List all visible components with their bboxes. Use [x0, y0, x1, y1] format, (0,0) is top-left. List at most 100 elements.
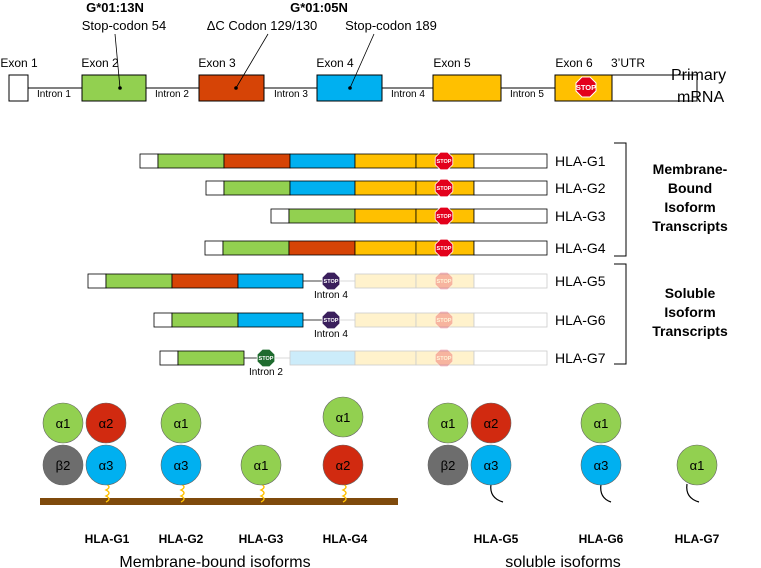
annotation-note-3: Stop-codon 189: [345, 18, 437, 33]
membrane-group-line2: Bound: [668, 180, 712, 196]
a1-label: α1: [174, 416, 189, 431]
utr-segment: [473, 180, 548, 196]
primary-mrna-title-line2: mRNA: [677, 89, 724, 106]
exon5-segment: [354, 208, 417, 224]
svg-text:STOP: STOP: [437, 318, 452, 324]
isoform-label: HLA-G1: [85, 532, 130, 546]
exon5-segment: [354, 240, 417, 256]
svg-text:STOP: STOP: [437, 246, 452, 252]
exon1-segment: [139, 153, 159, 169]
exon1-box: [8, 74, 29, 102]
exon1-segment: [205, 180, 225, 196]
transcript-row-hla-g2: STOP HLA-G2: [205, 178, 606, 198]
annotation-note-2: ΔC Codon 129/130: [207, 18, 318, 33]
intron2-label: Intron 2: [155, 89, 189, 100]
isoform-label: HLA-G7: [675, 532, 720, 546]
exon2-segment: [105, 273, 173, 289]
stop-sign-icon: STOP: [434, 310, 454, 330]
membrane-bracket: [614, 142, 627, 257]
annotation-line-3: [349, 33, 375, 89]
soluble-group-line2: Isoform: [664, 304, 715, 320]
a3-domain: [580, 444, 622, 486]
transcript-name: HLA-G1: [555, 153, 606, 169]
b2-domain: [42, 444, 84, 486]
utr-label: 3’UTR: [611, 56, 645, 70]
exon1-segment: [153, 312, 173, 328]
isoform-label: HLA-G4: [323, 532, 368, 546]
exon4-segment: [237, 273, 304, 289]
exon1-segment: [204, 240, 224, 256]
exon3-segment: [223, 153, 291, 169]
annotation-note-1: Stop-codon 54: [82, 18, 167, 33]
stop-sign-icon: STOP: [321, 310, 341, 330]
exon4-label: Exon 4: [316, 56, 354, 70]
exon1-label: Exon 1: [0, 56, 38, 70]
a3-domain: [160, 444, 202, 486]
utr-segment: [473, 153, 548, 169]
isoform-label: HLA-G6: [579, 532, 624, 546]
membrane-group-line3: Isoform: [664, 199, 715, 215]
exon3-box: [198, 74, 265, 102]
transcript-name: HLA-G2: [555, 180, 606, 196]
soluble-group-line3: Transcripts: [652, 323, 728, 339]
utr-segment: [473, 240, 548, 256]
a1-label: α1: [56, 416, 71, 431]
membrane-group-line1: Membrane-: [653, 161, 728, 177]
faded-utr-segment: [473, 273, 548, 289]
membrane-anchor: [104, 483, 110, 503]
a1-domain: [427, 402, 469, 444]
soluble-group-line1: Soluble: [665, 285, 716, 301]
exon5-box: [432, 74, 502, 102]
a2-label: α2: [99, 416, 114, 431]
b2-label: β2: [441, 458, 456, 473]
membrane-anchor: [259, 483, 265, 503]
isoform-label: HLA-G2: [159, 532, 204, 546]
allele-label-2: G*01:05N: [290, 0, 348, 15]
membrane-anchor: [179, 483, 185, 503]
exon4-segment: [289, 153, 356, 169]
utr-segment: [473, 208, 548, 224]
svg-text:STOP: STOP: [324, 318, 339, 324]
a3-label: α3: [594, 458, 609, 473]
exon2-segment: [288, 208, 356, 224]
a1-domain: [160, 402, 202, 444]
exon2-box: [81, 74, 147, 102]
stop-sign-icon: STOP: [434, 271, 454, 291]
annotation-line-2: [235, 33, 269, 89]
a2-label: α2: [336, 458, 351, 473]
annotation-line-1: [114, 33, 121, 89]
allele-label-1: G*01:13N: [86, 0, 144, 15]
soluble-isoforms-caption: soluble isoforms: [505, 554, 621, 568]
intron4-label: Intron 4: [391, 89, 425, 100]
exon5-segment: [354, 153, 417, 169]
svg-text:STOP: STOP: [259, 356, 274, 362]
svg-text:STOP: STOP: [437, 159, 452, 165]
stop-sign-text: STOP: [576, 83, 596, 92]
exon3-segment: [288, 240, 356, 256]
transcript-row-hla-g1: STOP HLA-G1: [139, 151, 606, 171]
exon2-segment: [222, 240, 290, 256]
intron3-label: Intron 3: [274, 89, 308, 100]
retained-intron-label: Intron 4: [314, 329, 348, 340]
exon1-segment: [270, 208, 290, 224]
a1-domain: [676, 444, 718, 486]
stop-sign-icon: STOP: [434, 238, 454, 258]
a1-domain: [580, 402, 622, 444]
faded-utr-segment: [473, 350, 548, 366]
svg-text:STOP: STOP: [437, 186, 452, 192]
a1-label: α1: [254, 458, 269, 473]
stop-sign-icon: STOP: [434, 151, 454, 171]
exon2-segment: [171, 312, 239, 328]
a1-domain: [42, 402, 84, 444]
